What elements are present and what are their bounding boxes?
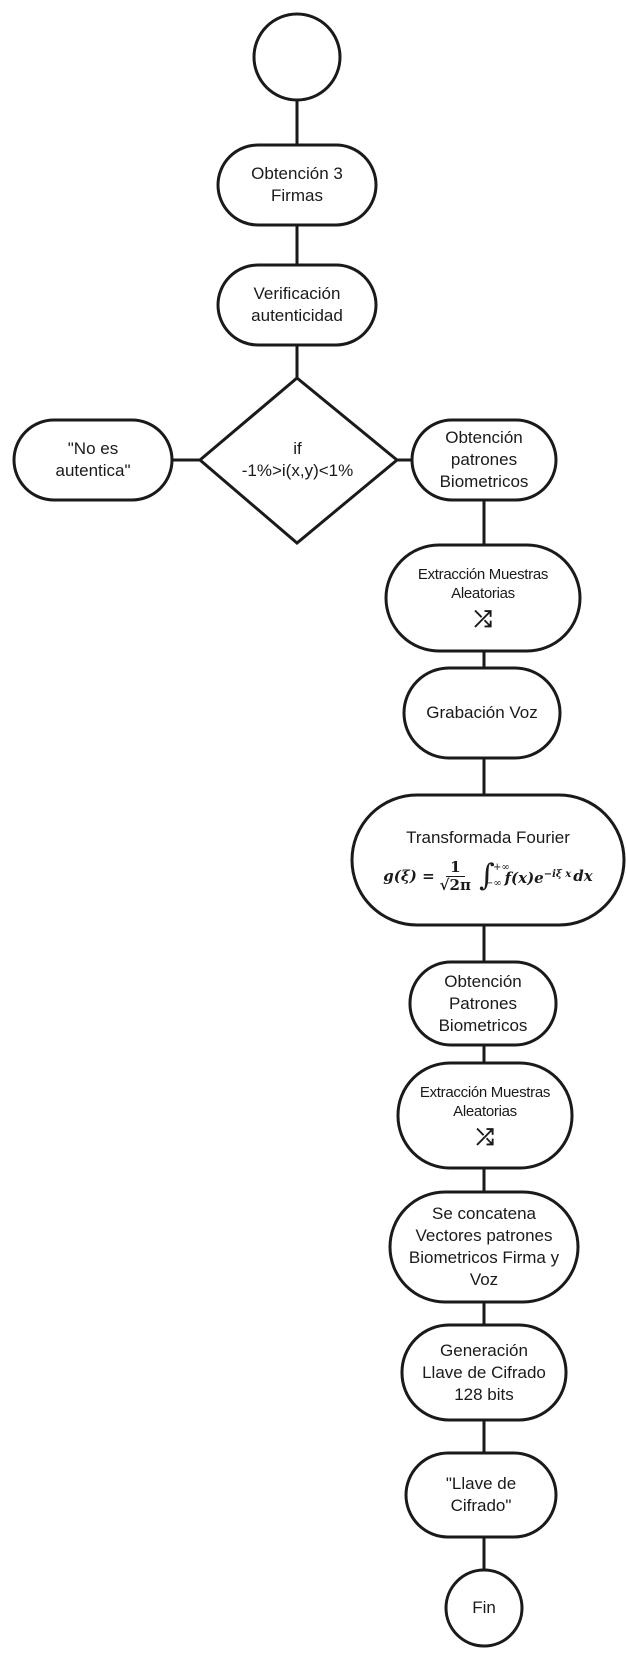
concatena-node: Se concatena Vectores patrones Biometric… (390, 1192, 578, 1302)
decision-diamond (197, 376, 400, 545)
fin-node (444, 1568, 524, 1648)
integral-upper: +∞ (492, 862, 510, 873)
obtencion-patrones-1-node: Obtención patrones Biometricos (412, 420, 556, 500)
grabacion-voz-box (402, 666, 562, 760)
extraccion-2-label: Extracción Muestras Aleatorias (419, 1083, 551, 1120)
fourier-title: Transformada Fourier (406, 827, 570, 847)
fourier-box (350, 793, 626, 927)
grabacion-voz-label: Grabación Voz (426, 703, 538, 722)
formula-frac-num: 1 (446, 858, 465, 877)
fin-label-wrap: Fin (446, 1570, 522, 1646)
formula-exponent: −iξ x (543, 868, 572, 880)
no-autentica-box (12, 418, 174, 502)
fin-label: Fin (472, 1598, 496, 1617)
shuffle-icon: ⤮ (474, 606, 492, 631)
start-node (252, 12, 342, 102)
grabacion-voz-node: Grabación Voz (404, 668, 560, 758)
fourier-node: Transformada Fourier g(ξ) = 1 √2π ∫+∞−∞ … (352, 795, 624, 925)
formula-integrand: f(x)e−iξ x (505, 864, 572, 889)
extraccion-1-node: Extracción Muestras Aleatorias ⤮ (386, 545, 580, 651)
shuffle-icon: ⤮ (476, 1123, 494, 1149)
obtencion-patrones-1-label: Obtención patrones Biometricos (439, 428, 529, 491)
obtencion-firmas-box (216, 143, 378, 227)
obtencion-patrones-2-node: Obtención Patrones Biometricos (410, 962, 556, 1045)
verificacion-label: Verificación autenticidad (251, 284, 343, 325)
generacion-box (400, 1323, 568, 1422)
no-autentica-label: "No es autentica" (55, 439, 131, 480)
formula-frac-den: √2π (439, 875, 471, 894)
generacion-node: Generación Llave de Cifrado 128 bits (402, 1325, 566, 1420)
extraccion-2-box (396, 1061, 574, 1170)
formula-dx: dx (573, 867, 593, 885)
no-autentica-node: "No es autentica" (14, 420, 172, 500)
obtencion-firmas-node: Obtención 3 Firmas (218, 145, 376, 225)
integral-sign: ∫+∞−∞ (479, 861, 510, 891)
extraccion-1-label: Extracción Muestras Aleatorias (417, 566, 549, 602)
decision-node: if -1%>i(x,y)<1% (220, 420, 375, 500)
llave-node: "Llave de Cifrado" (406, 1453, 556, 1537)
fourier-formula: g(ξ) = 1 √2π ∫+∞−∞ f(x)e−iξ x dx (383, 858, 593, 894)
obtencion-patrones-2-label: Obtención Patrones Biometricos (438, 971, 528, 1035)
verificacion-box (216, 263, 378, 347)
generacion-label: Generación Llave de Cifrado 128 bits (422, 1340, 546, 1404)
concatena-box (388, 1190, 580, 1304)
decision-label: if -1%>i(x,y)<1% (241, 439, 354, 480)
obtencion-patrones-2-box (408, 960, 558, 1047)
llave-label: "Llave de Cifrado" (445, 1474, 517, 1515)
formula-lhs: g(ξ) = (383, 867, 435, 885)
extraccion-2-node: Extracción Muestras Aleatorias ⤮ (398, 1063, 572, 1168)
formula-integrand-text: f(x)e (504, 868, 544, 887)
obtencion-firmas-label: Obtención 3 Firmas (251, 164, 343, 205)
formula-fraction: 1 √2π (439, 858, 471, 894)
llave-box (404, 1451, 558, 1539)
verificacion-node: Verificación autenticidad (218, 265, 376, 345)
concatena-label: Se concatena Vectores patrones Biometric… (408, 1204, 560, 1289)
extraccion-1-box (384, 543, 582, 653)
integral-lower: −∞ (484, 878, 502, 889)
obtencion-patrones-1-box (410, 418, 558, 502)
